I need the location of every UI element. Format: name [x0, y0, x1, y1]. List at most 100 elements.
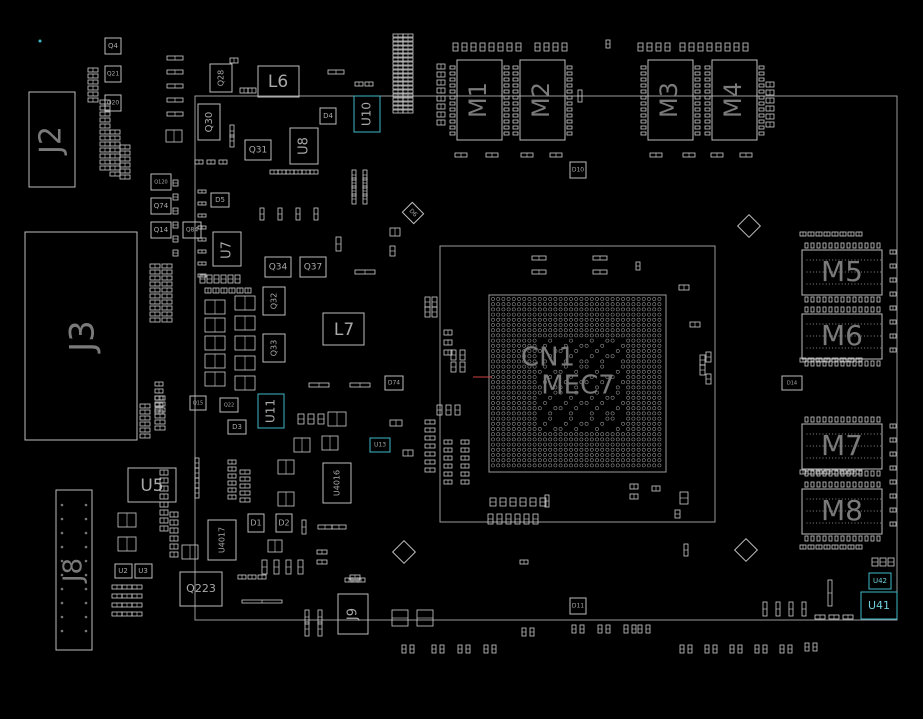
bga-ball: [537, 323, 542, 327]
regulator-u4017[interactable]: [207, 519, 237, 561]
transistor-q32[interactable]: [262, 286, 286, 316]
bga-ball: [527, 453, 532, 457]
memory-ball: [841, 259, 843, 261]
transistor-q31[interactable]: [244, 139, 272, 161]
regulator-u13[interactable]: [369, 437, 391, 453]
memory-pad: [758, 131, 765, 136]
regulator-u11[interactable]: [257, 393, 285, 429]
memory-pad: [870, 535, 875, 542]
bga-ball: [610, 354, 615, 359]
bga-ball: [579, 447, 584, 452]
diode-d5[interactable]: [210, 192, 230, 208]
memory-pad: [834, 481, 839, 488]
memory-ball: [828, 347, 831, 349]
bga-ball: [631, 343, 636, 348]
transistor-q28[interactable]: [209, 63, 233, 93]
q20-label: Q20: [107, 100, 120, 107]
bga-ball: [657, 432, 662, 437]
j8-pin: [60, 531, 64, 535]
bga-ball: [652, 317, 657, 322]
connector-j8[interactable]: [55, 489, 93, 651]
bga-ball: [569, 354, 573, 359]
diode-d10[interactable]: [569, 161, 587, 179]
connector-j3[interactable]: [24, 231, 138, 441]
diode-d2[interactable]: [275, 513, 293, 533]
bga-ball: [641, 328, 646, 333]
transistor-q14[interactable]: [150, 221, 172, 239]
bga-ball: [543, 312, 547, 317]
memory-pad: [503, 113, 510, 118]
transistor-q30[interactable]: [197, 103, 221, 141]
transistor-q34[interactable]: [264, 256, 292, 278]
transistor-q21[interactable]: [104, 65, 122, 83]
bga-ball: [631, 406, 636, 411]
regulator-u3[interactable]: [134, 563, 153, 579]
bga-ball: [652, 432, 657, 437]
bga-ball: [522, 297, 527, 301]
inductor-l6[interactable]: [257, 65, 300, 98]
memory-pad: [804, 481, 809, 488]
regulator-u5[interactable]: [127, 467, 177, 503]
bga-ball: [626, 406, 631, 411]
regulator-u8[interactable]: [289, 127, 319, 165]
diode-d74[interactable]: [384, 375, 404, 391]
memory-pad: [876, 242, 881, 249]
bga-ball: [605, 432, 610, 437]
connector-j9[interactable]: [337, 593, 369, 635]
transistor-q15[interactable]: [189, 395, 207, 411]
memory-m2[interactable]: M2: [519, 59, 566, 141]
bga-ball: [636, 463, 641, 468]
bga-ball: [532, 411, 537, 416]
bga-ball: [501, 411, 506, 416]
diode-d4[interactable]: [319, 107, 337, 125]
transistor-q223[interactable]: [179, 571, 223, 607]
diode-d1[interactable]: [247, 513, 265, 533]
bga-ball: [537, 369, 542, 374]
memory-ball: [816, 259, 818, 261]
regulator-u42[interactable]: [868, 572, 892, 590]
inductor-l7[interactable]: [322, 312, 365, 346]
bga-ball: [491, 380, 495, 385]
bga-ball: [532, 302, 537, 307]
diode-d14[interactable]: [781, 375, 803, 391]
bga-ball: [589, 302, 594, 307]
memory-pad: [876, 416, 881, 423]
memory-ball: [822, 522, 824, 524]
transistor-q22[interactable]: [219, 397, 239, 413]
transistor-q120[interactable]: [150, 173, 172, 191]
diode-d3[interactable]: [227, 419, 247, 435]
bga-ball: [636, 375, 641, 379]
transistor-q74[interactable]: [150, 197, 172, 215]
transistor-q84[interactable]: [182, 221, 202, 239]
transistor-q4[interactable]: [104, 37, 122, 55]
diode-d6[interactable]: [401, 201, 425, 225]
memory-m4[interactable]: M4: [711, 59, 758, 141]
bga-ball: [491, 307, 495, 312]
bga-ball: [584, 333, 589, 338]
regulator-u4016[interactable]: [322, 462, 352, 504]
bga-ball: [532, 359, 537, 364]
rotated-part-nw[interactable]: [736, 213, 762, 239]
memory-m1[interactable]: M1: [456, 59, 503, 141]
diode-d11[interactable]: [569, 597, 587, 615]
memory-m3[interactable]: M3: [647, 59, 694, 141]
bga-ball: [610, 302, 615, 307]
bga-ball: [569, 328, 573, 333]
bga-ball: [647, 333, 651, 338]
bga-ball: [600, 323, 605, 327]
bga-ball: [501, 395, 506, 400]
rotated-part-se[interactable]: [733, 537, 759, 563]
regulator-u7[interactable]: [212, 231, 242, 267]
regulator-u41[interactable]: [860, 591, 898, 620]
connector-j2[interactable]: [28, 91, 76, 188]
rotated-part-sw[interactable]: [391, 539, 417, 565]
bga-ball: [600, 312, 605, 317]
regulator-u2[interactable]: [114, 563, 133, 579]
bga-ball: [527, 437, 532, 442]
bga-ball: [610, 442, 615, 447]
bga-ball: [558, 317, 563, 322]
bga-ball: [496, 427, 501, 431]
regulator-u10[interactable]: [353, 95, 381, 133]
transistor-q37[interactable]: [299, 256, 327, 278]
transistor-q33[interactable]: [262, 333, 286, 363]
